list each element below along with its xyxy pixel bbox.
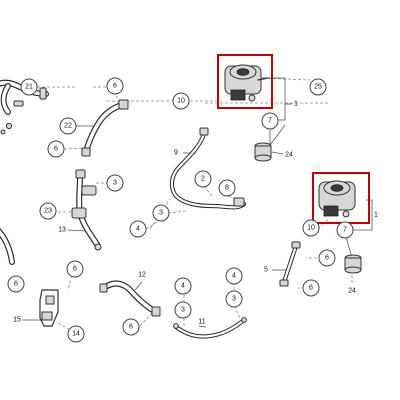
svg-text:6: 6 xyxy=(113,83,117,90)
svg-text:3: 3 xyxy=(159,210,163,217)
svg-text:22: 22 xyxy=(64,123,72,130)
callout-10-a[interactable]: 10 xyxy=(172,92,190,110)
hose-22 xyxy=(81,99,129,157)
fuel-pump-right xyxy=(318,180,356,218)
svg-text:23: 23 xyxy=(44,208,52,215)
svg-text:6: 6 xyxy=(54,146,58,153)
svg-text:4: 4 xyxy=(136,226,140,233)
svg-text:6: 6 xyxy=(14,281,18,288)
callout-22[interactable]: 22 xyxy=(59,117,77,135)
callout-4-a[interactable]: 4 xyxy=(129,220,147,238)
svg-text:6: 6 xyxy=(309,285,313,292)
callout-7-a[interactable]: 7 xyxy=(261,112,279,130)
leader-lines xyxy=(22,77,373,333)
svg-text:9: 9 xyxy=(174,150,178,157)
label-1-top: 1 xyxy=(294,101,298,108)
svg-text:10: 10 xyxy=(307,225,315,232)
label-11: 11 xyxy=(198,319,205,326)
callout-25[interactable]: 25 xyxy=(309,78,327,96)
hose-13 xyxy=(71,169,102,251)
callout-10-b[interactable]: 10 xyxy=(302,219,320,237)
callout-14[interactable]: 14 xyxy=(67,325,85,343)
highlight-box-top xyxy=(217,54,273,109)
bush-24-right xyxy=(344,254,362,274)
svg-text:7: 7 xyxy=(268,118,272,125)
fuel-pump-top xyxy=(224,64,269,102)
callout-6-a[interactable]: 6 xyxy=(106,77,124,95)
callout-6-d[interactable]: 6 xyxy=(318,249,336,267)
callout-4-b[interactable]: 4 xyxy=(174,277,192,295)
hose-12 xyxy=(99,280,161,317)
svg-text:3: 3 xyxy=(181,307,185,314)
callout-21[interactable]: 21 xyxy=(20,78,38,96)
callout-13[interactable]: 13 xyxy=(55,223,69,237)
svg-text:4: 4 xyxy=(232,273,236,280)
label-15: 15 xyxy=(13,317,21,324)
callout-3-d[interactable]: 3 xyxy=(225,290,243,308)
label-24-top: 24 xyxy=(285,152,293,159)
svg-text:3: 3 xyxy=(113,180,117,187)
callout-2[interactable]: 2 xyxy=(194,170,212,188)
callout-6-b[interactable]: 6 xyxy=(47,140,65,158)
svg-text:2: 2 xyxy=(201,176,205,183)
svg-text:6: 6 xyxy=(73,266,77,273)
callout-12[interactable]: 12 xyxy=(135,268,149,282)
bracket-15 xyxy=(39,289,59,327)
pipe-9 xyxy=(169,127,247,210)
svg-text:6: 6 xyxy=(129,324,133,331)
callout-6-e[interactable]: 6 xyxy=(302,279,320,297)
label-1-right: 1 xyxy=(374,212,378,219)
svg-text:7: 7 xyxy=(343,227,347,234)
pipe-5 xyxy=(279,241,301,287)
svg-text:25: 25 xyxy=(314,84,322,91)
callout-4-c[interactable]: 4 xyxy=(225,267,243,285)
svg-text:13: 13 xyxy=(58,227,66,234)
svg-text:8: 8 xyxy=(225,185,229,192)
label-5: 5 xyxy=(264,267,268,274)
bush-24-top xyxy=(254,142,272,162)
svg-text:21: 21 xyxy=(25,84,33,91)
callout-23[interactable]: 23 xyxy=(39,202,57,220)
svg-text:3: 3 xyxy=(232,296,236,303)
callout-3-b[interactable]: 3 xyxy=(152,204,170,222)
svg-text:10: 10 xyxy=(177,98,185,105)
callout-3-c[interactable]: 3 xyxy=(174,301,192,319)
svg-text:4: 4 xyxy=(181,283,185,290)
callout-6-g[interactable]: 6 xyxy=(122,318,140,336)
svg-text:12: 12 xyxy=(138,272,146,279)
svg-text:14: 14 xyxy=(72,331,80,338)
svg-text:6: 6 xyxy=(325,255,329,262)
label-24-right: 24 xyxy=(348,288,356,295)
pipe-11 xyxy=(173,317,247,339)
callout-9[interactable]: 9 xyxy=(169,146,183,160)
callout-6-c[interactable]: 6 xyxy=(66,260,84,278)
callout-8[interactable]: 8 xyxy=(218,179,236,197)
callout-6-f[interactable]: 6 xyxy=(7,275,25,293)
callout-3-a[interactable]: 3 xyxy=(106,174,124,192)
callout-7-b[interactable]: 7 xyxy=(336,221,354,239)
